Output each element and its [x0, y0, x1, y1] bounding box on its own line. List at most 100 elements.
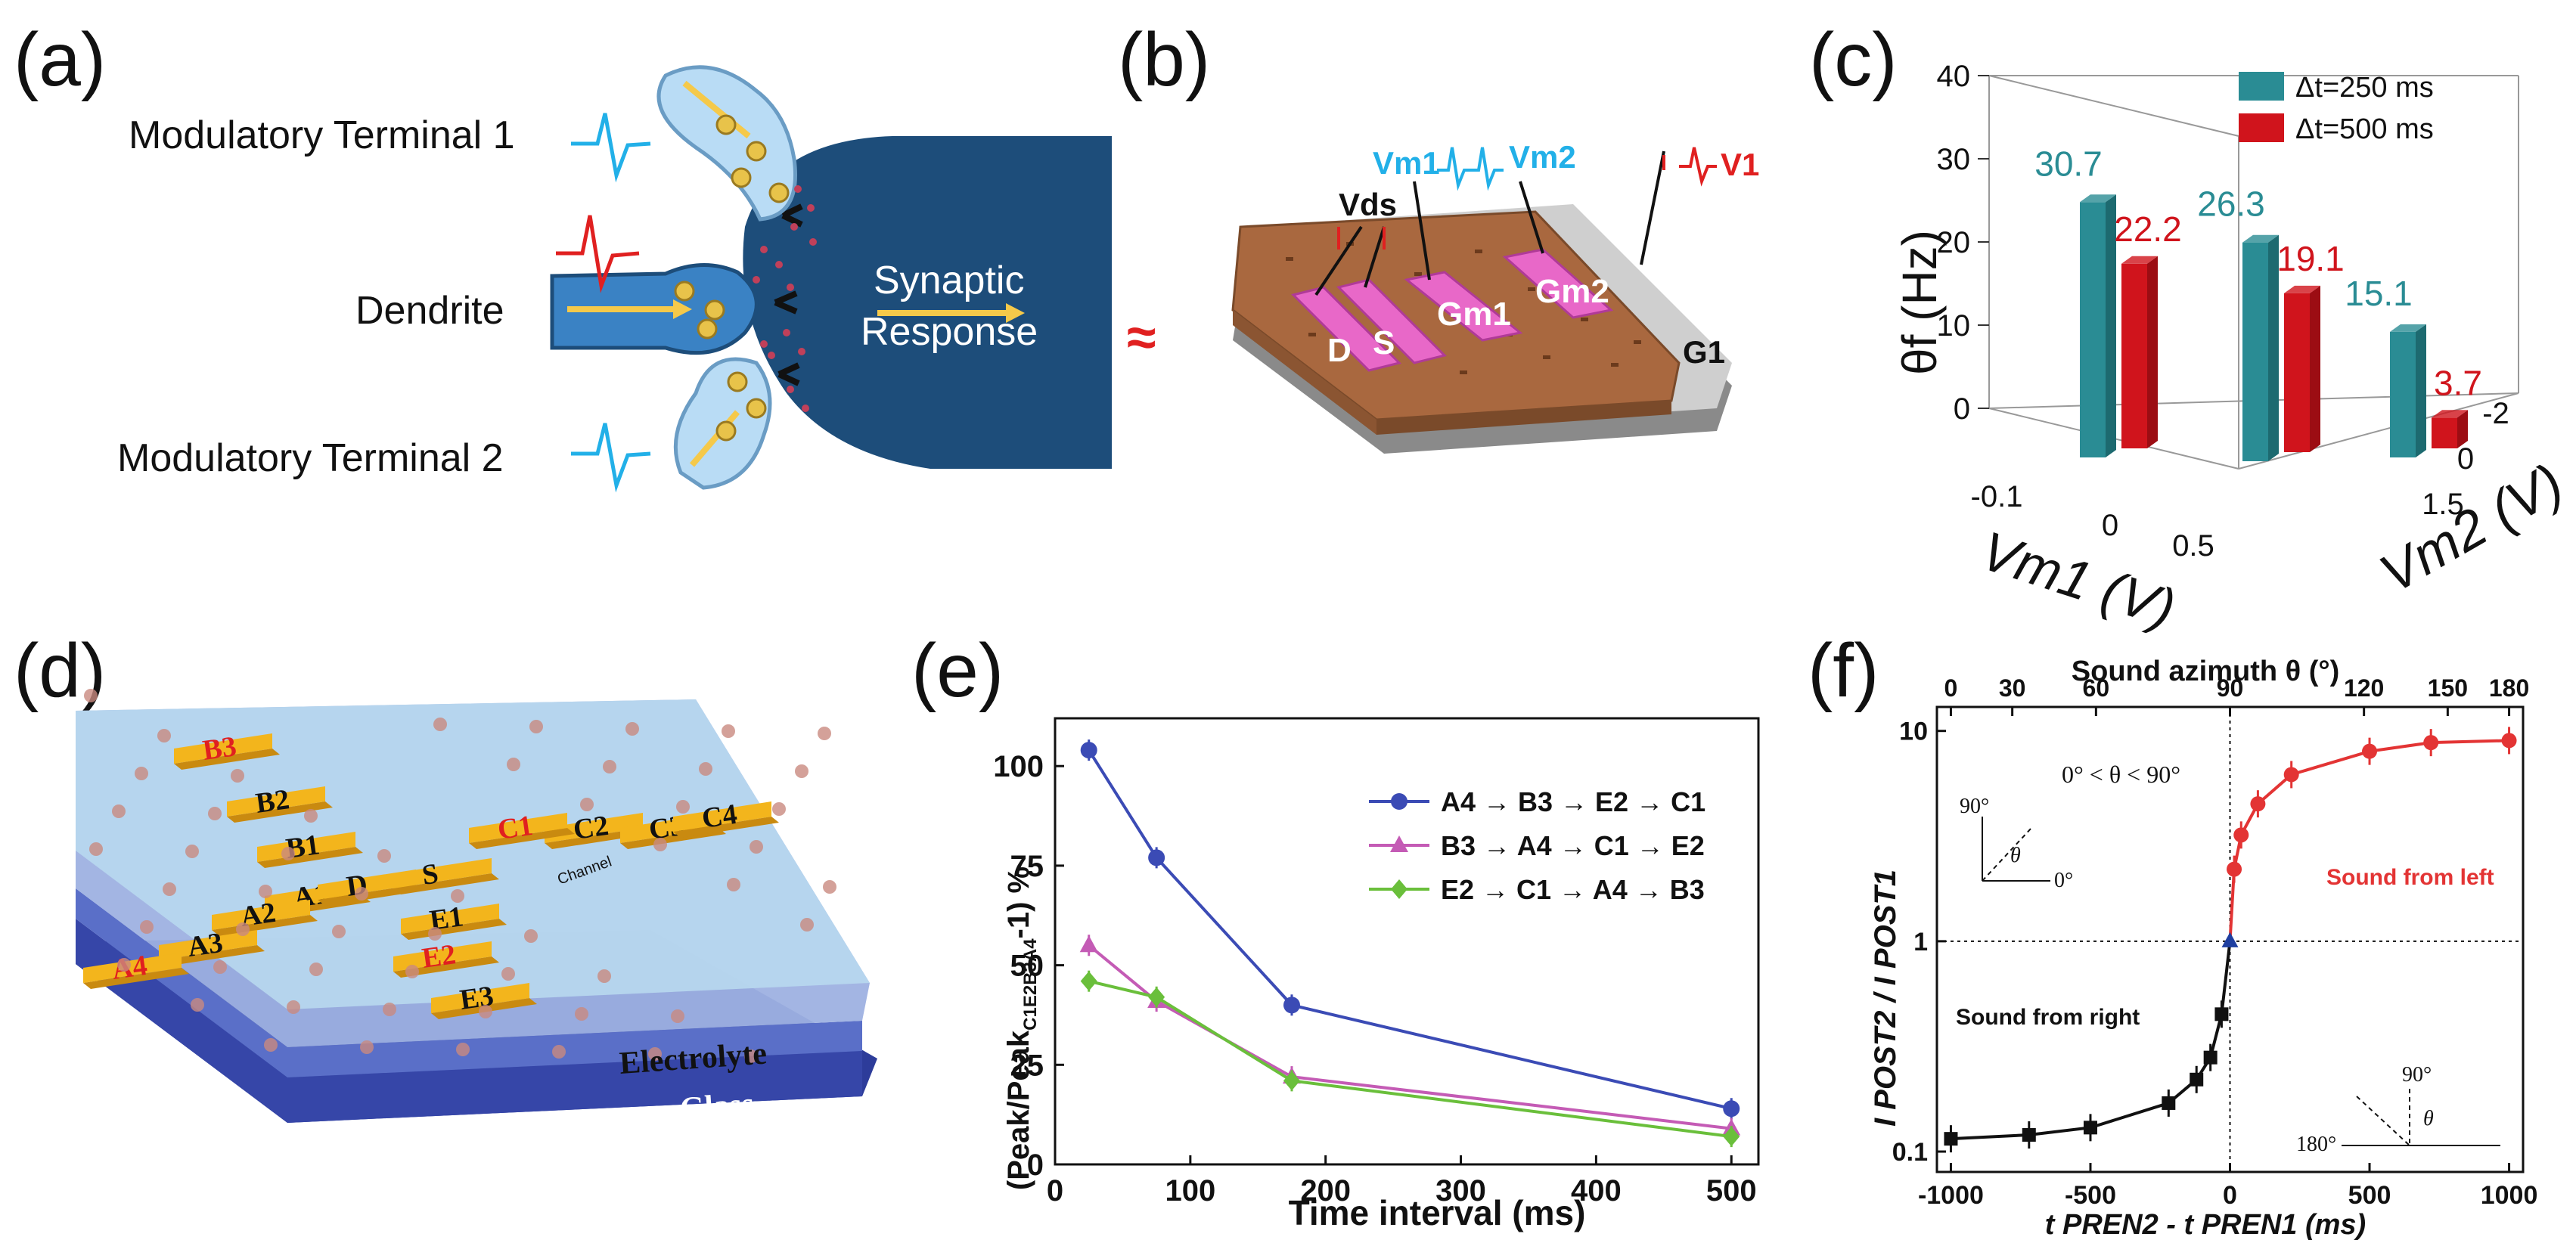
c-bar-front	[2390, 331, 2416, 457]
d-ion-particle	[625, 722, 639, 736]
c-bar-front	[2242, 242, 2268, 461]
c-bar-side	[2147, 256, 2158, 448]
panel-d-device-array: B2B1A1A2A3DSE1E3C2C3C4B3C1A4E2 Channel E…	[76, 689, 877, 1127]
c-ytick-label: 30	[1937, 143, 1971, 176]
postsynaptic-terminal	[743, 136, 1112, 469]
f-marker-circle	[2362, 743, 2378, 759]
d-ion-particle	[818, 727, 831, 740]
d-pad-shadow	[227, 801, 333, 823]
f-inset2-180: 180°	[2296, 1133, 2336, 1156]
e-marker-circle	[1148, 849, 1165, 866]
e-xlabel: Time interval (ms)	[1289, 1193, 1586, 1232]
f-marker-square	[1944, 1132, 1958, 1146]
d-pad-label: A3	[185, 927, 225, 963]
f-series-line	[1951, 941, 2232, 1141]
d-ion-particle	[89, 842, 103, 856]
d-ion-particle	[479, 1005, 492, 1018]
f-marker-square	[2083, 1121, 2097, 1135]
d-pad	[545, 813, 643, 843]
d-ion-particle	[264, 1038, 278, 1052]
synaptic-response-label-1: Synaptic	[874, 259, 1024, 302]
panel-a-synapse-diagram: Modulatory Terminal 1 Dendrite Modulator…	[117, 65, 1156, 493]
d-pad	[673, 801, 771, 832]
modulatory-terminal-1	[656, 65, 797, 222]
c-bar-front	[2080, 202, 2106, 457]
d-ion-particle	[428, 927, 442, 941]
d-ion-particle	[575, 1007, 588, 1021]
d-ion-particle	[259, 885, 272, 898]
d-ion-particle	[304, 809, 318, 823]
e-marker-diamond	[1723, 1127, 1740, 1147]
c-bar-front	[2284, 293, 2310, 452]
dendrite-label: Dendrite	[355, 289, 504, 333]
f-toptick-label: 30	[1999, 674, 2026, 702]
f-toptick-label: 180	[2489, 674, 2529, 702]
f-toptick-label: 60	[2083, 674, 2110, 702]
d-ion-particle	[117, 958, 131, 972]
f-xtick-label: 1000	[2481, 1181, 2538, 1210]
d-ion-particle	[699, 762, 712, 776]
f-marker-circle	[2501, 733, 2517, 749]
f-series-line	[2228, 739, 2509, 941]
panel-b-device-diagram: Vds Vm1 Vm2 V1 D S Gm1 Gm2 G1	[1231, 139, 1759, 454]
c-bar-top	[2080, 194, 2116, 203]
d-ion-particle	[597, 969, 611, 983]
e-legend-marker	[1391, 793, 1407, 810]
f-marker-circle	[2250, 796, 2266, 812]
d-ion-particle	[722, 724, 735, 738]
e-series-line	[1088, 979, 1732, 1139]
c-data-label: 26.3	[2197, 184, 2265, 224]
d-pad	[401, 904, 499, 934]
d-ion-particle	[281, 847, 295, 860]
c-data-label: 30.7	[2034, 144, 2103, 183]
f-toptick-label: 90	[2217, 674, 2244, 702]
f-ylabel: I POST2 / I POST1	[1869, 870, 1902, 1127]
c-bar-side	[2457, 410, 2468, 448]
e-xtick-label: 500	[1706, 1174, 1757, 1207]
f-inset-90: 90°	[1960, 795, 1989, 818]
f-marker-square	[2162, 1096, 2176, 1110]
d-pad	[393, 941, 492, 972]
e-marker-triangle	[1079, 935, 1098, 953]
f-inset-0: 0°	[2054, 869, 2073, 892]
f-ytick-label: 0.1	[1892, 1138, 1928, 1167]
f-range-annotation: 0° < θ < 90°	[2062, 761, 2180, 788]
d-ion-particle	[451, 889, 464, 903]
d-ion-particle	[355, 887, 368, 901]
d-ion-particle	[580, 798, 594, 811]
f-xtick-label: -500	[2065, 1181, 2116, 1210]
c-data-label: 3.7	[2434, 363, 2482, 402]
d-ion-particle	[185, 845, 199, 858]
d-ion-particle	[383, 1003, 396, 1016]
d-ion-particle	[135, 767, 148, 780]
e-plot-frame	[1054, 717, 1760, 1166]
electrode-g1-label: G1	[1683, 334, 1725, 370]
e-series-line	[1088, 944, 1732, 1130]
chart-e-line: (Peak/PeakC1E2B3A4-1) % Time interval (m…	[993, 717, 1760, 1232]
f-left-annotation: Sound from left	[2326, 865, 2494, 890]
d-pad-label: C2	[571, 810, 610, 846]
v1-label: V1	[1721, 147, 1759, 182]
e-marker-circle	[1283, 997, 1300, 1014]
d-ion-particle	[552, 1045, 566, 1059]
f-xtick-label: 500	[2348, 1181, 2391, 1210]
d-ion-particle	[236, 922, 250, 936]
panel-label-f: (f)	[1808, 628, 1879, 713]
d-pad-label: B2	[253, 783, 291, 820]
c-bar-side	[2310, 285, 2320, 452]
f-xlabel: t PREN2 - t PREN1 (ms)	[2045, 1209, 2366, 1240]
d-ion-particle	[653, 838, 667, 851]
d-ion-particle	[800, 918, 814, 932]
e-xtick-label: 200	[1300, 1174, 1351, 1207]
f-right-annotation: Sound from right	[1956, 1005, 2140, 1030]
c-bar-top	[2390, 324, 2426, 332]
f-toptick-label: 150	[2428, 674, 2468, 702]
d-ion-particle	[213, 960, 227, 974]
d-ion-particle	[112, 804, 126, 818]
d-ion-particle	[231, 769, 244, 783]
e-legend-label: A4 → B3 → E2 → C1	[1441, 786, 1705, 817]
d-pad-shadow	[174, 749, 280, 770]
e-ytick-label: 75	[1010, 850, 1044, 883]
e-legend-marker	[1391, 879, 1407, 899]
c-xtick-label: 0	[2102, 509, 2118, 542]
